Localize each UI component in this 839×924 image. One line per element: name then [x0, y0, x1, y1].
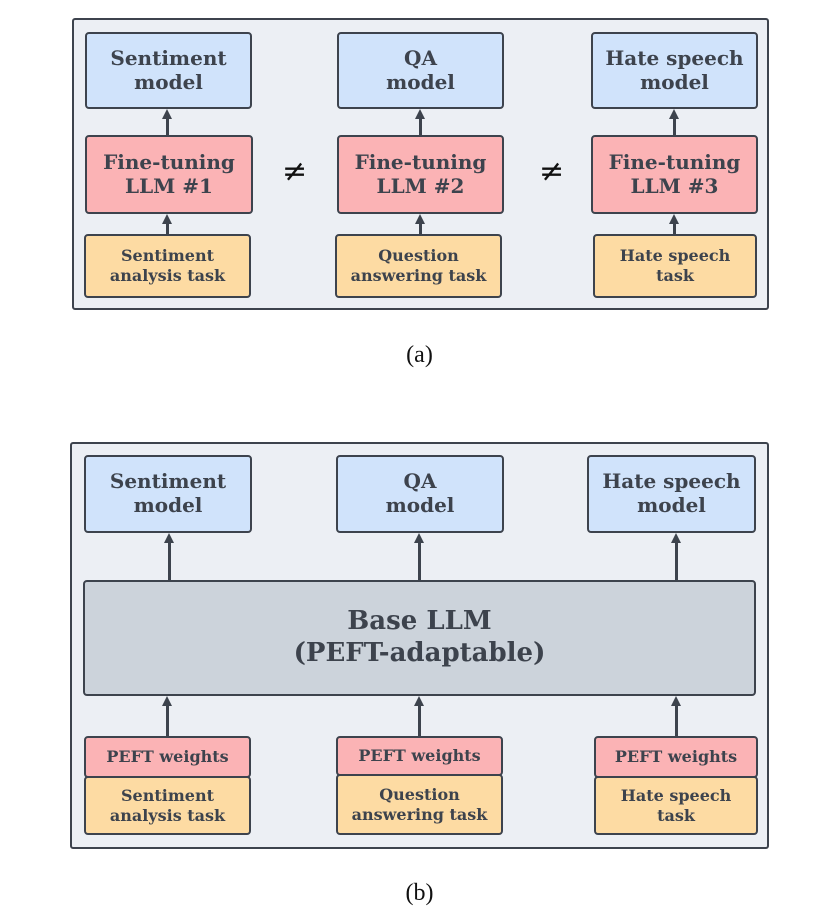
arrow-up	[162, 109, 172, 136]
qa-model-box: QA model	[337, 32, 504, 109]
hate-speech-task-box: Hate speech task	[594, 776, 758, 835]
base-llm-box: Base LLM (PEFT-adaptable)	[83, 580, 756, 696]
arrow-up	[671, 696, 681, 737]
hate-speech-model-box: Hate speech model	[591, 32, 758, 109]
finetuning-llm-1-box: Fine-tuning LLM #1	[85, 135, 253, 214]
arrow-up	[164, 533, 174, 582]
finetuning-llm-3-box: Fine-tuning LLM #3	[591, 135, 758, 214]
caption-a: (a)	[406, 342, 433, 368]
arrow-up	[415, 214, 425, 235]
hate-speech-model-box: Hate speech model	[587, 455, 756, 533]
caption-b: (b)	[405, 880, 434, 906]
qa-model-box: QA model	[336, 455, 504, 533]
finetuning-llm-2-box: Fine-tuning LLM #2	[337, 135, 504, 214]
sentiment-model-box: Sentiment model	[85, 32, 252, 109]
arrow-up	[414, 533, 424, 582]
hate-speech-task-box: Hate speech task	[593, 234, 757, 298]
arrow-up	[162, 214, 172, 235]
peft-weights-box: PEFT weights	[594, 736, 758, 778]
sentiment-model-box: Sentiment model	[84, 455, 252, 533]
peft-weights-box: PEFT weights	[84, 736, 251, 778]
not-equal-sign: ≠	[539, 154, 565, 189]
qa-task-box: Question answering task	[336, 774, 503, 835]
arrow-up	[669, 214, 679, 235]
arrow-up	[671, 533, 681, 582]
arrow-up	[669, 109, 679, 136]
not-equal-sign: ≠	[282, 154, 308, 189]
sentiment-task-box: Sentiment analysis task	[84, 776, 251, 835]
arrow-up	[415, 109, 425, 136]
arrow-up	[162, 696, 172, 737]
peft-weights-box: PEFT weights	[336, 736, 503, 776]
arrow-up	[414, 696, 424, 737]
sentiment-task-box: Sentiment analysis task	[84, 234, 251, 298]
qa-task-box: Question answering task	[335, 234, 502, 298]
